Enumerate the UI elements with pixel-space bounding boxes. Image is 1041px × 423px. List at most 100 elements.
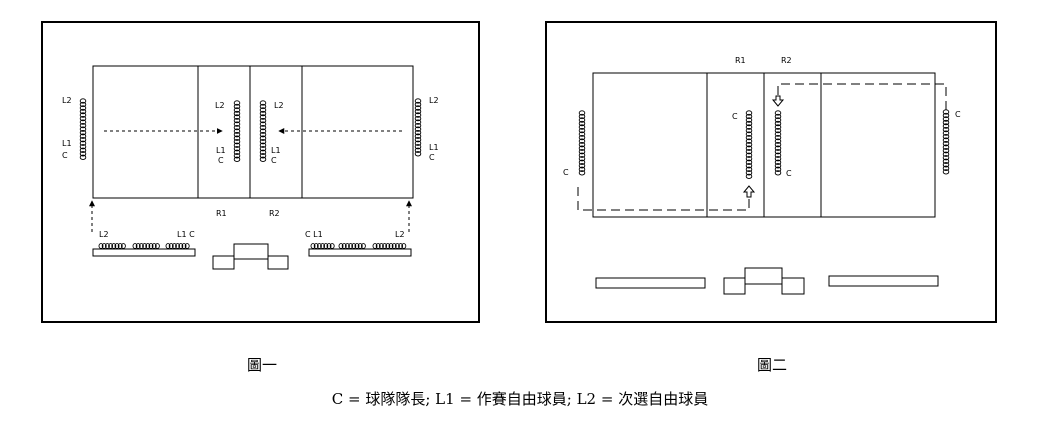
player-chains-1: [79, 98, 422, 162]
label-mid-left-l1: L1: [216, 146, 226, 155]
label-right-l1: L1: [429, 143, 439, 152]
player-marker: [745, 131, 753, 137]
player-marker: [233, 110, 241, 117]
player-marker: [233, 135, 241, 141]
player-marker: [79, 140, 87, 146]
bench-player-marker: [184, 243, 190, 249]
player-marker: [745, 145, 753, 151]
player-marker: [414, 112, 422, 118]
bench-player-marker: [372, 243, 378, 249]
player-marker: [745, 149, 753, 155]
bench-player-marker: [142, 243, 148, 249]
label-left-l2: L2: [62, 96, 72, 105]
player-marker: [745, 159, 753, 165]
player-marker: [578, 138, 586, 144]
chain-mid-left: [233, 100, 241, 162]
player-marker: [578, 145, 586, 151]
bench-player-marker: [148, 243, 154, 249]
player-marker: [774, 124, 782, 130]
player-marker: [259, 114, 267, 120]
player-marker: [233, 114, 241, 120]
player-marker: [942, 169, 950, 175]
bench-player-marker: [398, 243, 404, 249]
player-marker: [942, 130, 950, 136]
bench-player-marker: [178, 243, 184, 249]
player-marker: [79, 108, 87, 115]
bench-left: [92, 248, 196, 257]
player-marker: [79, 112, 87, 118]
player-marker: [774, 152, 782, 158]
player-marker: [942, 119, 950, 126]
player-marker: [774, 113, 782, 120]
bench-player-marker: [111, 243, 117, 249]
player-marker: [259, 124, 267, 131]
player-marker: [79, 151, 87, 157]
bench-player-marker: [168, 243, 174, 249]
player-marker: [578, 110, 586, 116]
bench-player-marker: [145, 243, 151, 249]
player-marker: [774, 120, 782, 127]
bench-player-marker: [117, 243, 123, 249]
player-marker: [578, 117, 586, 123]
player-marker: [745, 156, 753, 162]
player-marker: [259, 156, 267, 162]
label-mid-right-c: C: [271, 156, 277, 165]
player-marker: [774, 149, 782, 155]
player-marker: [578, 163, 586, 169]
player-marker: [578, 156, 586, 162]
player-marker: [745, 117, 753, 123]
path-right-c-to-front: [777, 83, 947, 110]
player-marker: [578, 170, 586, 176]
player-marker: [942, 112, 950, 119]
player-marker: [942, 141, 950, 147]
player-marker: [414, 101, 422, 108]
label-bench-left-l2: L2: [99, 230, 109, 239]
player-marker: [774, 127, 782, 134]
player-marker: [774, 159, 782, 165]
scorer-table-2-center: [744, 267, 783, 285]
player-marker: [774, 142, 782, 148]
player-marker: [578, 149, 586, 155]
bench-player-marker: [344, 243, 350, 249]
player-marker: [414, 130, 422, 136]
bench-player-marker: [329, 243, 335, 249]
player-marker: [414, 133, 422, 139]
chain-right-baseline: [414, 98, 422, 157]
player-marker: [233, 153, 241, 159]
player-marker: [414, 137, 422, 143]
scorer-table-2-left: [723, 277, 746, 295]
player-marker: [79, 144, 87, 150]
player-marker: [414, 144, 422, 150]
player-marker: [79, 98, 87, 104]
bench-player-marker: [98, 243, 104, 249]
player-marker: [233, 149, 241, 155]
player-marker: [414, 108, 422, 115]
player-marker: [233, 142, 241, 148]
player-marker: [233, 139, 241, 145]
chain-left-baseline: [79, 98, 87, 160]
player-marker: [774, 166, 782, 172]
player-marker: [745, 163, 753, 169]
player-marker: [578, 142, 586, 148]
bench-player-marker: [138, 243, 144, 249]
player-marker: [745, 173, 753, 180]
player-marker: [259, 128, 267, 134]
caption-figure-1: 圖一: [247, 356, 277, 374]
player-marker: [79, 133, 87, 139]
label-mid-right-l1: L1: [271, 146, 281, 155]
label-mid-right-c-fig2: C: [786, 169, 792, 178]
player-marker: [259, 103, 267, 110]
player-marker: [745, 110, 753, 116]
bench-player-marker: [354, 243, 360, 249]
player-marker: [774, 145, 782, 151]
bench-player-marker: [391, 243, 397, 249]
bench-player-marker: [151, 243, 157, 249]
player-marker: [745, 127, 753, 134]
bench-player-marker: [175, 243, 181, 249]
label-left-c-fig2: C: [563, 168, 569, 177]
player-marker: [942, 137, 950, 143]
label-right-c: C: [429, 153, 435, 162]
player-marker: [259, 132, 267, 138]
bench-player-marker: [382, 243, 388, 249]
player-marker: [233, 117, 241, 124]
